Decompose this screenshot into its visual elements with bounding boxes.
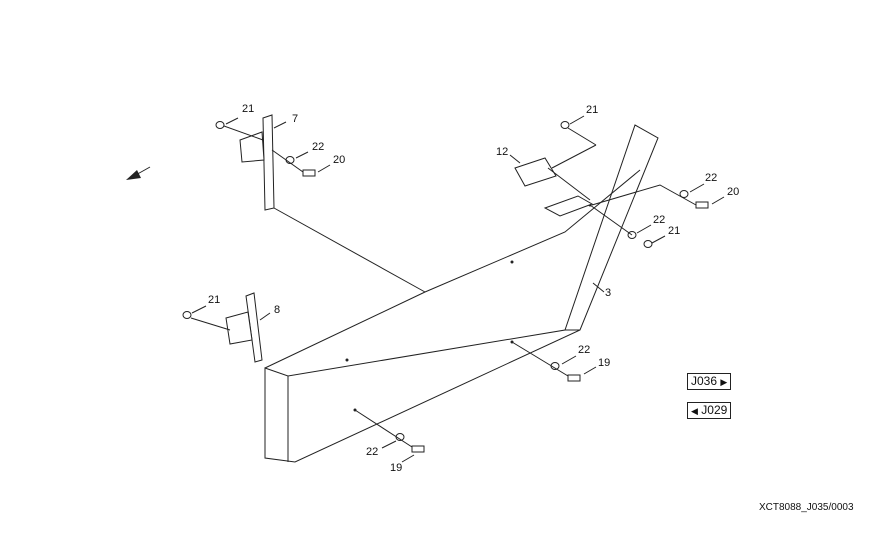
callout-label: 7 — [292, 113, 298, 125]
callout-label: 19 — [598, 357, 610, 369]
triangle-right-icon: ▶ — [720, 377, 728, 387]
callout-label: 22 — [366, 446, 378, 458]
callout-label: 22 — [578, 344, 590, 356]
next-page-ref-button[interactable]: J036 ▶ — [687, 373, 732, 390]
prev-ref-label: J029 — [701, 403, 728, 417]
direction-arrow-icon — [126, 166, 151, 180]
callout-label: 19 — [390, 462, 402, 474]
callout-label: 21 — [242, 103, 254, 115]
callout-label: 22 — [653, 214, 665, 226]
callout-label: 21 — [586, 104, 598, 116]
callout-label: 8 — [274, 304, 280, 316]
figure-id: XCT8088_J035/0003 — [759, 502, 854, 513]
bracket-7-part — [239, 114, 426, 293]
bracket-8-part — [225, 292, 263, 363]
next-ref-label: J036 — [691, 374, 718, 388]
callout-label: 20 — [727, 186, 739, 198]
callout-label: 3 — [605, 287, 611, 299]
triangle-left-icon: ◀ — [691, 406, 698, 416]
callout-label: 21 — [668, 225, 680, 237]
prev-page-ref-button[interactable]: ◀ J029 — [687, 402, 732, 419]
hardware-parts — [182, 121, 709, 453]
callout-leaders — [191, 115, 725, 463]
callout-label: 22 — [312, 141, 324, 153]
callout-label: 22 — [705, 172, 717, 184]
callout-label: 20 — [333, 154, 345, 166]
bracket-12-part — [514, 157, 594, 217]
callout-label: 21 — [208, 294, 220, 306]
side-panel-part — [264, 124, 659, 463]
callout-label: 12 — [496, 146, 508, 158]
